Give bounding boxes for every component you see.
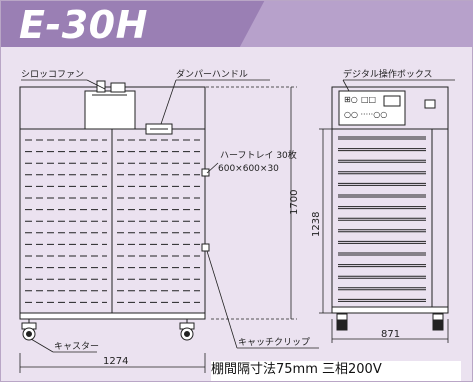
- front-hinge-bottom: [201, 243, 210, 252]
- front-labels: シロッコファン ダンパーハンドル ハーフトレイ 30枚 600×600×30 キ…: [21, 68, 319, 353]
- side-dimensions: 1238 871: [311, 128, 449, 343]
- side-labels: デジタル操作ボックス: [342, 68, 455, 92]
- dim-front-width: 1274: [103, 356, 128, 367]
- side-view: ⊞○ □□ ○○ ·····○○: [331, 86, 449, 331]
- control-icon-1: ⊞○: [344, 95, 358, 104]
- front-hinge-top: [201, 168, 210, 177]
- control-dots: ○○ ·····○○: [344, 110, 387, 119]
- leader-digital-panel: [342, 79, 350, 92]
- label-digital-panel: デジタル操作ボックス: [343, 68, 433, 80]
- label-sirocco-fan: シロッコファン: [21, 70, 84, 80]
- control-display: [383, 95, 401, 107]
- leader-half-tray: [206, 162, 219, 174]
- spec-caption: 棚間隔寸法75mm 三相200V: [211, 361, 461, 381]
- side-caster-right: [432, 313, 444, 331]
- front-base: [19, 312, 206, 320]
- control-icon-2: □□: [361, 95, 376, 104]
- dim-height: 1700: [289, 190, 300, 215]
- label-half-tray-1: ハーフトレイ 30枚: [220, 149, 297, 161]
- title-band: E-30H: [1, 1, 473, 47]
- front-tray-rails: [25, 139, 200, 303]
- fan-duct-left: [96, 80, 106, 93]
- side-indicator: [424, 99, 436, 109]
- front-dimensions: 1274 1700: [19, 86, 300, 373]
- caster-left: [21, 319, 37, 341]
- leader-catch-clip: [206, 250, 238, 349]
- sirocco-fan-housing: [84, 90, 136, 130]
- label-half-tray-2: 600×600×30: [218, 164, 279, 174]
- label-catch-clip: キャッチクリップ: [238, 337, 310, 348]
- dim-inner-height: 1238: [311, 212, 322, 237]
- leader-caster: [30, 338, 54, 353]
- caster-right: [179, 319, 195, 341]
- label-caster: キャスター: [54, 341, 99, 352]
- dim-side-depth: 871: [381, 329, 400, 340]
- front-view: [19, 80, 210, 341]
- side-caster-left: [336, 313, 348, 331]
- fan-duct-right: [110, 82, 126, 93]
- label-damper-handle: ダンパーハンドル: [176, 68, 248, 80]
- side-tray-rails: [338, 129, 433, 307]
- model-title: E-30H: [19, 3, 148, 47]
- side-base: [331, 306, 449, 314]
- leader-sirocco-fan: [86, 79, 106, 90]
- leader-damper-handle: [160, 79, 177, 125]
